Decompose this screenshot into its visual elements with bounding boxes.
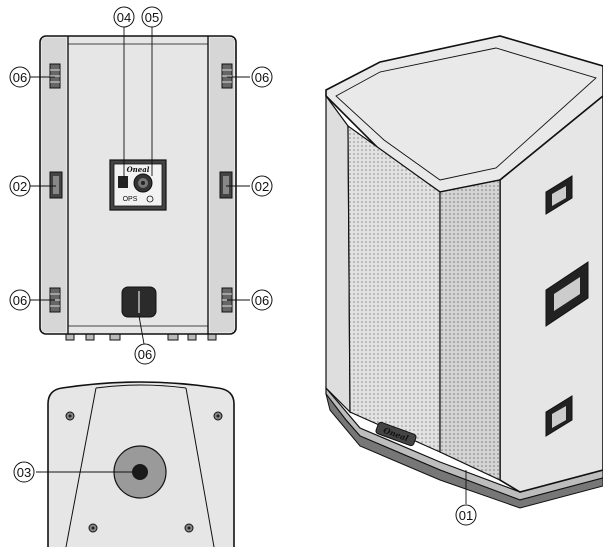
mount-top-right [221,63,233,89]
callout-05: 05 [141,6,163,28]
callout-06-bottom-center-label: 06 [138,347,152,362]
front-grille-right [439,179,501,481]
pole-mount-hole [132,464,148,480]
side-handle-top [545,175,573,215]
mount-top-left [49,63,61,89]
callout-05-label: 05 [145,10,159,25]
callout-06-bottom-left: 06 [9,289,31,311]
callout-02-right: 02 [251,175,273,197]
callout-03: 03 [13,461,35,483]
callout-06-bottom-right: 06 [251,289,273,311]
connector-04 [118,176,128,188]
callout-01-label: 01 [459,508,473,523]
front-badge [375,421,417,447]
callout-03-label: 03 [17,465,31,480]
callout-06-top-right-label: 06 [255,70,269,85]
callout-06-bottom-center: 06 [134,343,156,365]
perspective-view: Oneal [325,35,603,509]
callout-02-left-label: 02 [13,179,27,194]
callout-06-bottom-right-label: 06 [255,293,269,308]
side-handle-middle [545,261,589,327]
callout-01: 01 [455,504,477,526]
rear-callout-lines [30,26,250,345]
callout-02-right-label: 02 [255,179,269,194]
callout-04-label: 04 [117,10,131,25]
connector-panel: Oneal OPS [109,159,167,211]
callout-04: 04 [113,6,135,28]
rear-view: Oneal OPS [30,26,250,345]
side-handle-bottom [545,395,573,437]
callout-06-top-left-label: 06 [13,70,27,85]
callout-06-bottom-left-label: 06 [13,293,27,308]
callout-06-top-right: 06 [251,66,273,88]
panel-model: OPS [123,196,138,203]
callout-06-top-left: 06 [9,66,31,88]
callout-02-left: 02 [9,175,31,197]
panel-brand: Oneal [127,165,150,174]
bottom-view [36,381,235,547]
